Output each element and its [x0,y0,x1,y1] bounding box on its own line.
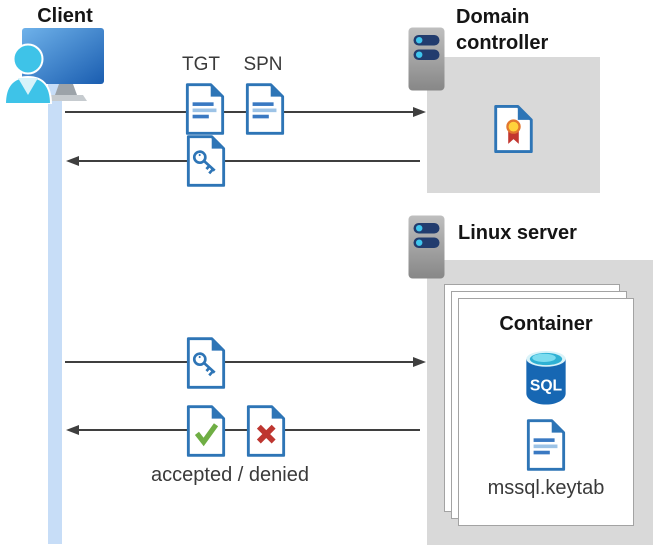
container-title: Container [499,313,593,335]
tgt-label: TGT [182,54,220,75]
spn-label: SPN [243,54,283,75]
container-card: Container SQL mssql.keytab [458,298,634,526]
arrow-head-icon [66,156,79,166]
arrow-line [65,361,414,363]
service-ticket-key-document-icon [185,134,227,188]
client-session-band [48,74,62,544]
keytab-file-icon [525,418,567,472]
linux-server-icon [408,215,445,279]
arrow-line [79,160,420,162]
sql-logo-text: SQL [530,377,563,394]
denied-document-cross-icon [245,404,287,458]
arrow-line [65,111,414,113]
service-ticket-key-document-icon [185,336,227,390]
domain-controller-title: Domain controller [456,6,549,54]
arrow-head-icon [413,107,426,117]
linux-server-title: Linux server [458,222,577,244]
arrow-head-icon [413,357,426,367]
accepted-document-check-icon [185,404,227,458]
domain-controller-server-icon [408,27,445,91]
client-title: Client [37,5,93,27]
certificate-seal-icon [494,104,533,154]
user-at-monitor-icon [3,28,104,104]
sql-database-cylinder-icon: SQL [526,350,566,405]
tgt-ticket-document-icon [184,82,226,136]
arrow-head-icon [66,425,79,435]
result-label: accepted / denied [151,464,309,486]
spn-ticket-document-icon [244,82,286,136]
keytab-label: mssql.keytab [487,477,605,499]
